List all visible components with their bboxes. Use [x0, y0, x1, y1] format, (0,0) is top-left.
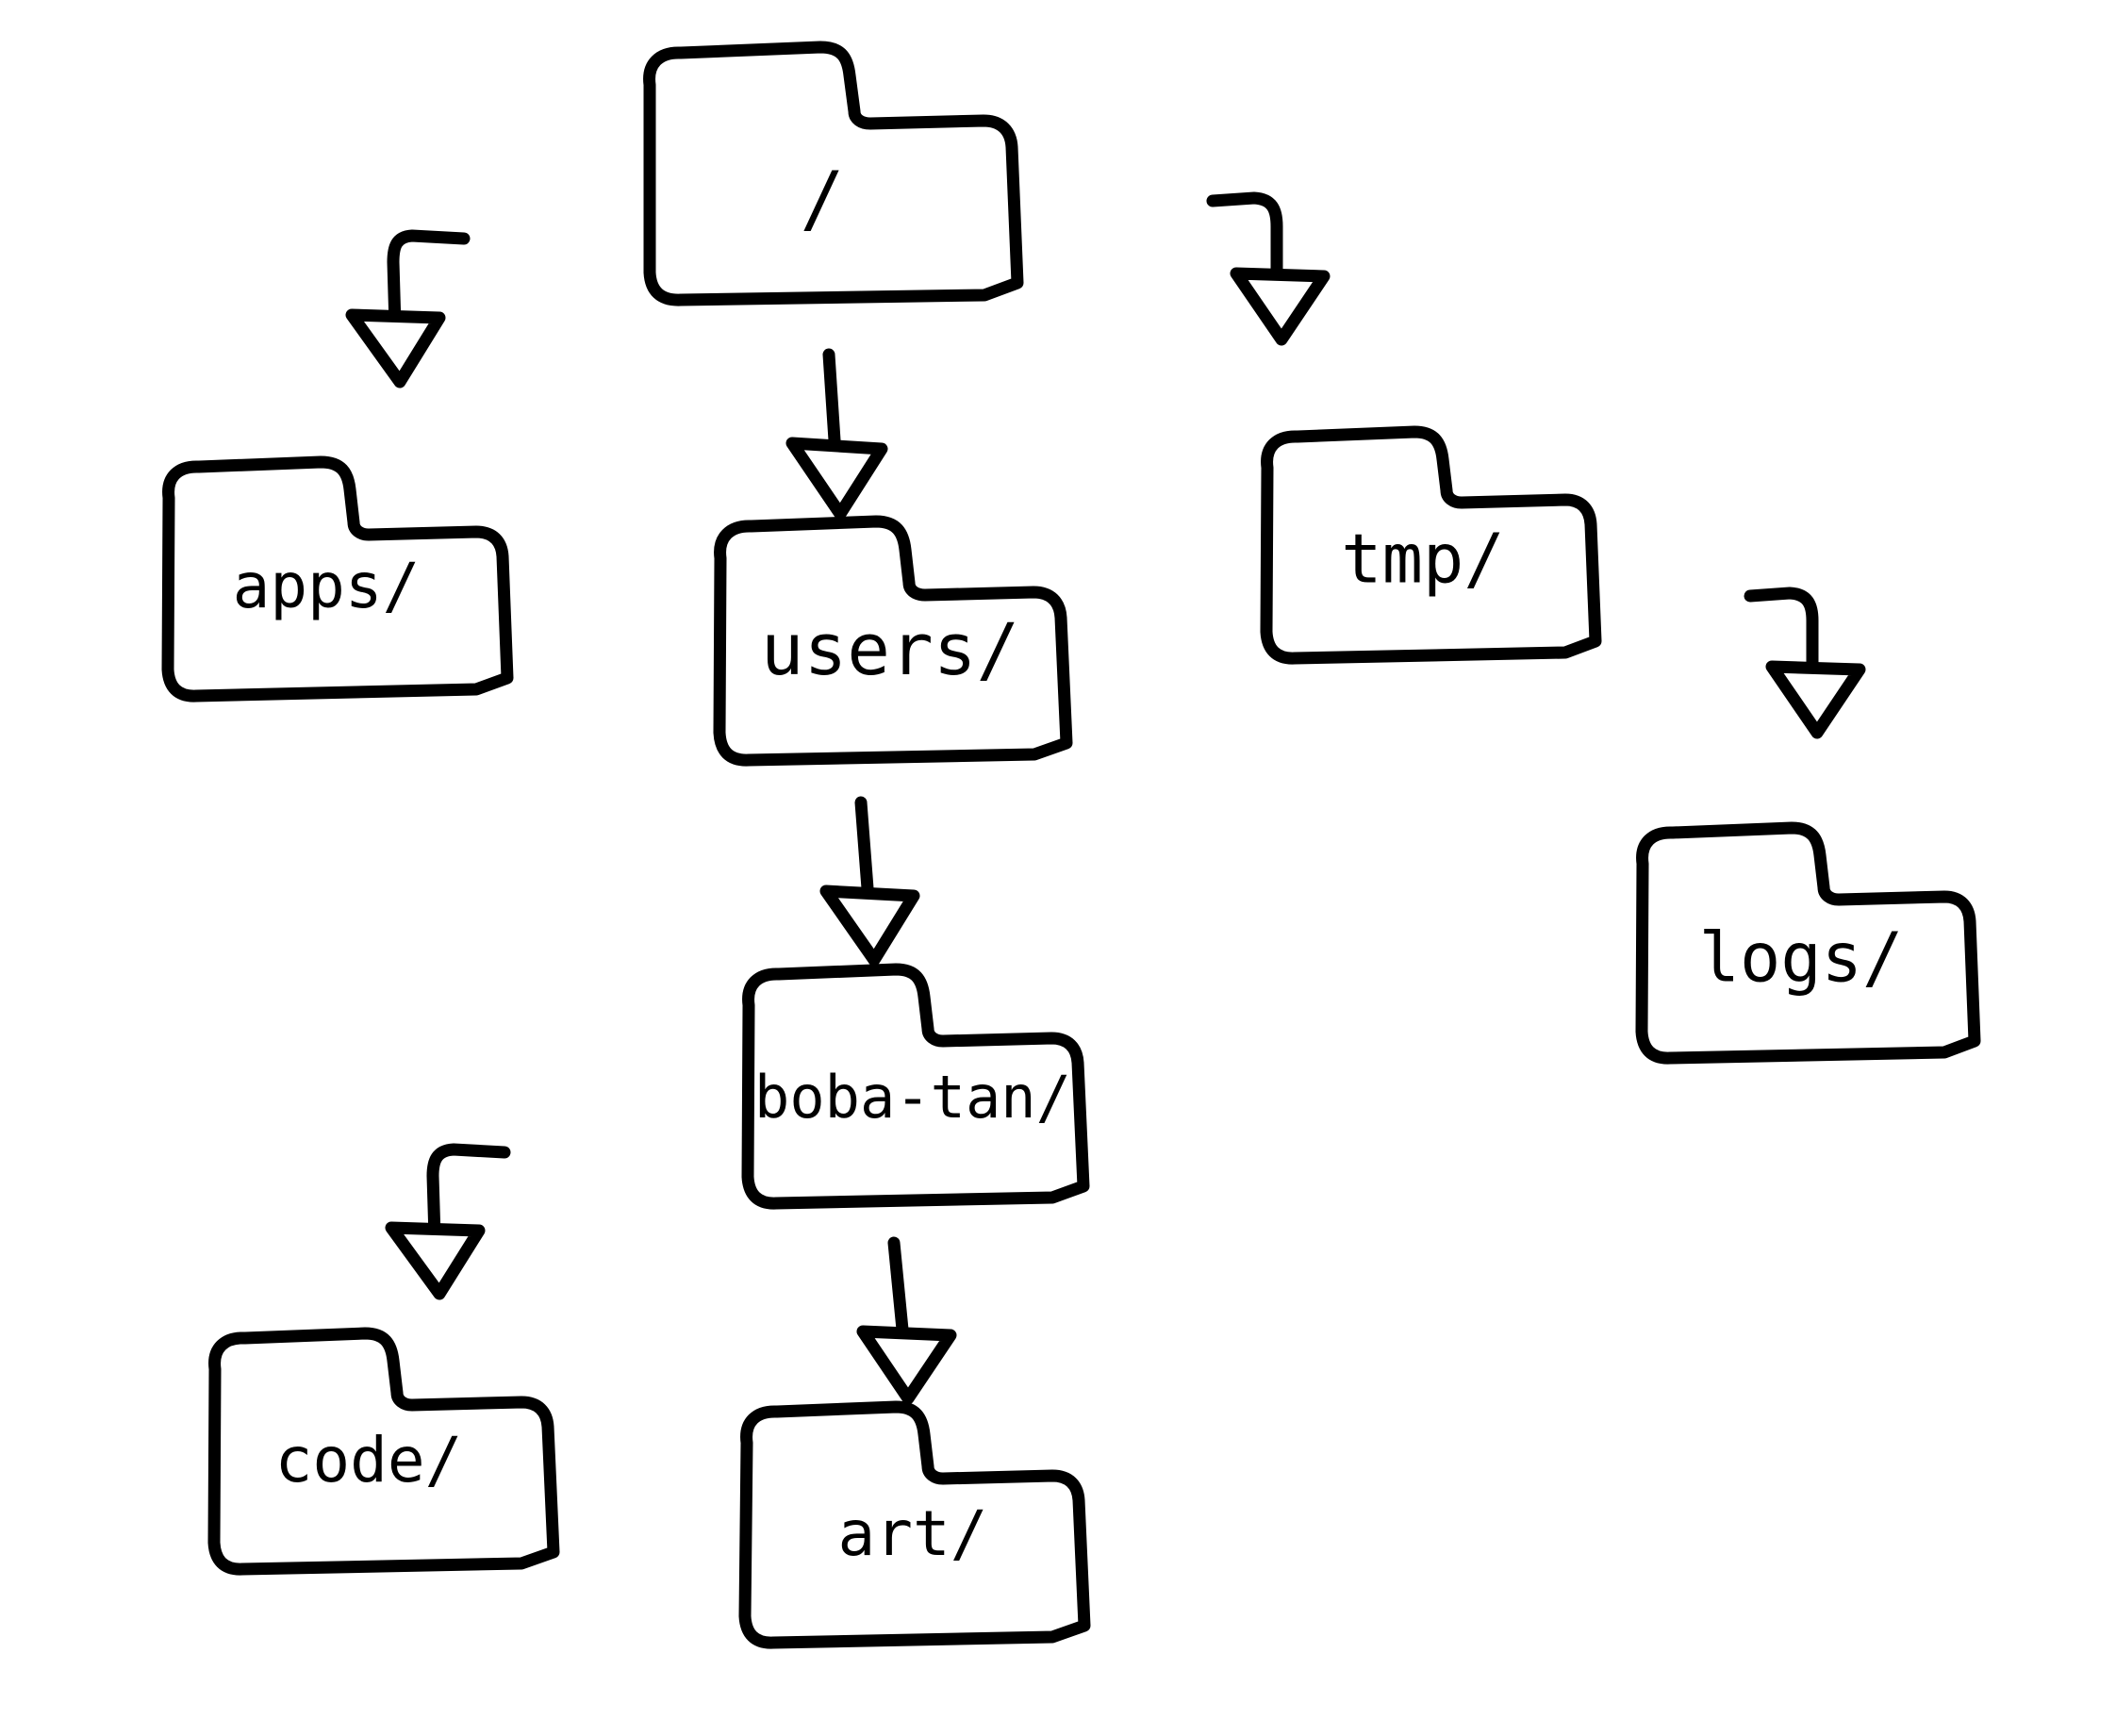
edge-boba-tan-to-art-line: [887, 1236, 910, 1346]
edge-boba-tan-to-code: [385, 1143, 511, 1300]
folder-icon: [713, 515, 1073, 767]
folder-label-art: art/: [838, 1497, 988, 1570]
edge-root-to-apps: [345, 229, 471, 389]
edge-boba-tan-to-art: [856, 1236, 957, 1405]
folder-label-tmp: tmp/: [1341, 520, 1504, 599]
folder-icon: [161, 455, 514, 703]
folder-icon: [741, 963, 1090, 1210]
folder-icon: [1635, 821, 1981, 1065]
edge-root-to-users: [785, 348, 888, 521]
edge-root-to-users-arrowhead: [785, 437, 888, 521]
edge-root-to-logs-arrowhead: [1765, 660, 1866, 739]
edge-boba-tan-to-code-line: [426, 1143, 511, 1244]
edge-boba-tan-to-code-arrowhead: [385, 1221, 486, 1300]
edge-root-to-apps-line: [387, 229, 471, 332]
edge-root-to-logs: [1744, 587, 1866, 739]
folder-node-boba-tan[interactable]: boba-tan/: [741, 963, 1090, 1210]
edge-root-to-tmp-arrowhead: [1230, 267, 1331, 346]
folder-node-root[interactable]: /: [643, 41, 1024, 306]
edge-root-to-apps-arrowhead: [345, 308, 446, 389]
edge-users-to-boba-tan: [819, 796, 920, 967]
folder-node-tmp[interactable]: tmp/: [1260, 425, 1602, 665]
folder-node-art[interactable]: art/: [738, 1400, 1091, 1649]
folder-icon: [1260, 425, 1602, 665]
edge-root-to-users-line: [822, 348, 842, 461]
folder-label-root: /: [801, 157, 845, 241]
edge-root-to-logs-line: [1744, 587, 1819, 678]
folder-icon: [207, 1327, 560, 1576]
folder-node-users[interactable]: users/: [713, 515, 1073, 767]
folder-node-logs[interactable]: logs/: [1635, 821, 1981, 1065]
edge-root-to-tmp: [1206, 191, 1331, 346]
folder-node-code[interactable]: code/: [207, 1327, 560, 1576]
folder-label-boba-tan: boba-tan/: [754, 1063, 1071, 1132]
folder-label-logs: logs/: [1699, 918, 1904, 998]
folder-node-apps[interactable]: apps/: [161, 455, 514, 703]
edge-root-to-tmp-line: [1206, 191, 1283, 286]
edge-users-to-boba-tan-arrowhead: [819, 885, 920, 967]
edge-users-to-boba-tan-line: [854, 796, 875, 907]
folder-label-apps: apps/: [233, 550, 421, 622]
folder-icon: [738, 1400, 1091, 1649]
folder-icon: [643, 41, 1024, 306]
folder-label-users: users/: [761, 607, 1020, 691]
folder-label-code: code/: [275, 1424, 463, 1496]
edge-boba-tan-to-art-arrowhead: [856, 1325, 957, 1405]
